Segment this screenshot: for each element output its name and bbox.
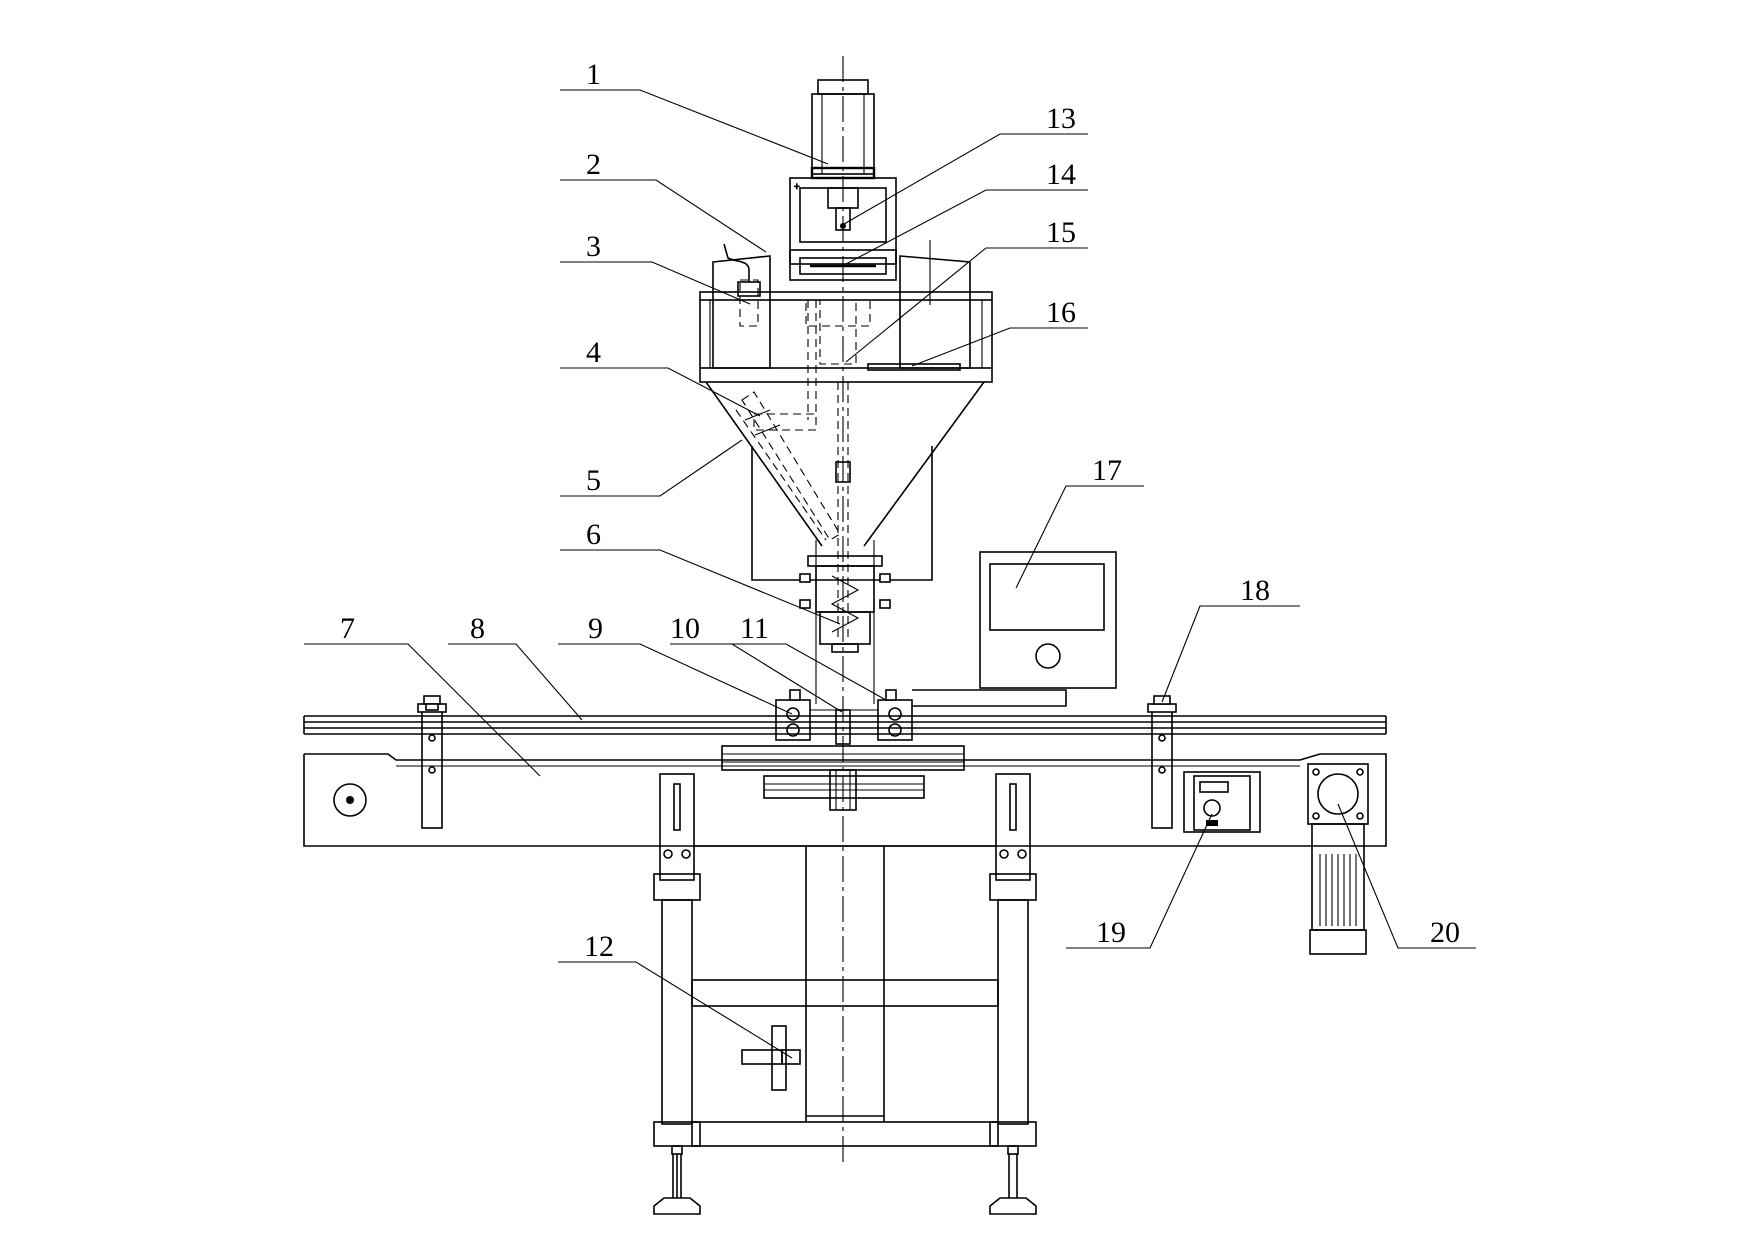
label-5: 5 <box>586 464 601 497</box>
label-17: 17 <box>1092 454 1122 487</box>
conical-hopper <box>705 381 985 640</box>
label-15: 15 <box>1046 216 1076 249</box>
label-12: 12 <box>584 930 614 963</box>
label-20: 20 <box>1430 916 1460 949</box>
label-6: 6 <box>586 518 601 551</box>
label-14: 14 <box>1046 158 1076 191</box>
label-7: 7 <box>340 612 355 645</box>
label-13: 13 <box>1046 102 1076 135</box>
speed-controller <box>1183 771 1261 833</box>
conveyor-rail <box>303 715 1387 735</box>
label-10: 10 <box>670 612 700 645</box>
label-4: 4 <box>586 336 601 369</box>
guide-bracket-right <box>1147 695 1177 829</box>
label-11: 11 <box>740 612 769 645</box>
conveyor-body <box>303 753 1387 847</box>
hopper-frame <box>699 240 993 431</box>
conveyor-motor <box>1307 763 1369 955</box>
label-19: 19 <box>1096 916 1126 949</box>
bottle-sensor <box>741 1025 801 1091</box>
label-9: 9 <box>588 612 603 645</box>
part-labels: 1 2 3 4 5 6 7 8 9 10 11 12 13 14 15 16 1… <box>340 58 1460 963</box>
auger-head <box>799 540 891 704</box>
control-panel <box>912 551 1117 707</box>
guide-bracket-left <box>417 695 447 829</box>
label-1: 1 <box>586 58 601 91</box>
clamp-assembly <box>721 689 965 811</box>
machine-stand <box>653 773 1037 1215</box>
label-3: 3 <box>586 230 601 263</box>
label-16: 16 <box>1046 296 1076 329</box>
label-8: 8 <box>470 612 485 645</box>
label-18: 18 <box>1240 574 1270 607</box>
svg-text:+: + <box>794 182 800 193</box>
leader-lines <box>304 89 1476 1059</box>
label-2: 2 <box>586 148 601 181</box>
